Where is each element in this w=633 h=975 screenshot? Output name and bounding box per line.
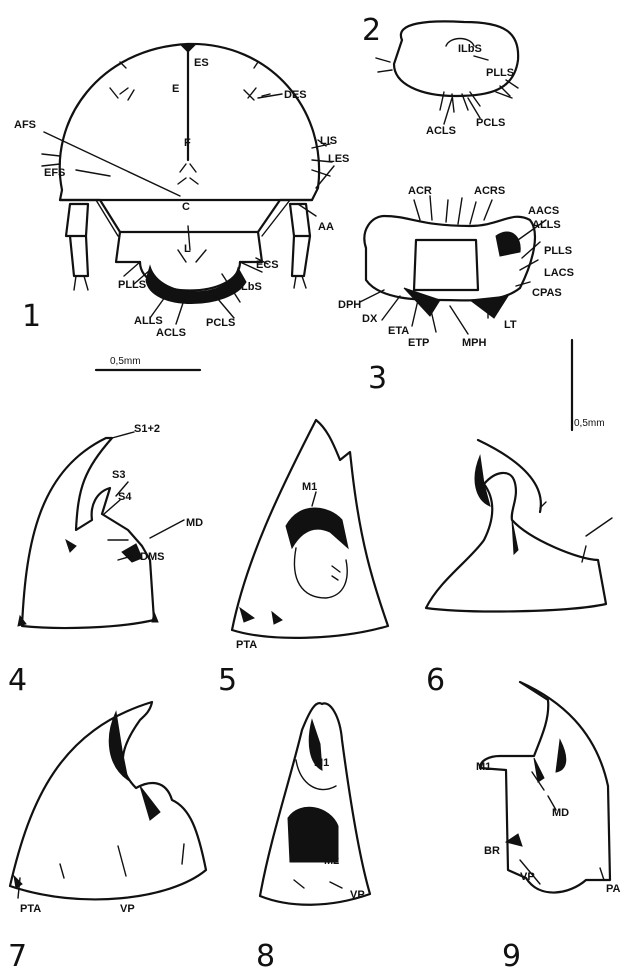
- figure-number-6: 6: [426, 663, 445, 698]
- figure-3-hypopharynx: [360, 196, 572, 430]
- label-ILbS: ILbS: [238, 281, 262, 293]
- label-AFS: AFS: [14, 119, 36, 131]
- figure-8-mandible: [260, 703, 370, 905]
- figure-number-2: 2: [362, 13, 381, 48]
- label-AACS: AACS: [528, 205, 559, 217]
- label-VP-9: VP: [520, 871, 535, 883]
- label-ES: ES: [194, 57, 209, 69]
- label-DMS: DMS: [140, 551, 164, 563]
- figure-number-5: 5: [218, 663, 237, 698]
- figure-number-8: 8: [256, 939, 275, 974]
- label-PLLS-3: PLLS: [544, 245, 572, 257]
- label-PCLS-2: PCLS: [476, 117, 505, 129]
- label-DPH: DPH: [338, 299, 361, 311]
- label-ILbS-2: ILbS: [458, 43, 482, 55]
- scale-label-1: 0,5mm: [110, 356, 141, 367]
- label-CPAS: CPAS: [532, 287, 562, 299]
- label-MPH: MPH: [462, 337, 487, 349]
- label-M2-8: M2: [324, 855, 339, 867]
- figure-number-9: 9: [502, 939, 521, 974]
- label-M1-8: M1: [314, 757, 329, 769]
- figure-9-mandible: [480, 682, 610, 893]
- label-MD-9: MD: [552, 807, 569, 819]
- label-DES: DES: [284, 89, 307, 101]
- label-VP-7: VP: [120, 903, 135, 915]
- label-ECS: ECS: [256, 259, 279, 271]
- label-LT: LT: [504, 319, 517, 331]
- label-ETP: ETP: [408, 337, 429, 349]
- scale-bars: 0,5mm 0,5mm: [110, 356, 605, 429]
- figure-6-mandible: [426, 440, 612, 611]
- label-EFS: EFS: [44, 167, 65, 179]
- figure-labels: ES E DES AFS LIS F LES EFS C AA L ECS PL…: [14, 43, 621, 915]
- figure-number-7: 7: [8, 939, 27, 974]
- figure-number-4: 4: [8, 663, 27, 698]
- label-ALLS-3: ALLS: [532, 219, 561, 231]
- label-ACRS: ACRS: [474, 185, 505, 197]
- label-DX: DX: [362, 313, 378, 325]
- scale-label-2: 0,5mm: [574, 418, 605, 429]
- figure-numbers: 1 2 3 4 5 6 7 8 9: [8, 13, 521, 974]
- label-MD: MD: [186, 517, 203, 529]
- label-PTA-5: PTA: [236, 639, 257, 651]
- label-LIS: LIS: [320, 135, 337, 147]
- label-S1plus2: S1+2: [134, 423, 160, 435]
- label-ACLS: ACLS: [156, 327, 186, 339]
- label-VP-8: VP: [350, 889, 365, 901]
- label-PLLS: PLLS: [118, 279, 146, 291]
- figure-5-mandible: [232, 420, 388, 638]
- label-LACS: LACS: [544, 267, 574, 279]
- label-E: E: [172, 83, 179, 95]
- label-AA: AA: [318, 221, 334, 233]
- figure-number-3: 3: [368, 361, 387, 396]
- label-ACR: ACR: [408, 185, 432, 197]
- label-S4: S4: [118, 491, 132, 503]
- figure-4-mandible: [18, 432, 184, 628]
- label-M1-5: M1: [302, 481, 317, 493]
- label-M1-9: M1: [476, 761, 491, 773]
- label-PA-9: PA: [606, 883, 621, 895]
- label-F: F: [184, 137, 191, 149]
- label-S3: S3: [112, 469, 125, 481]
- figure-7-mandible: [10, 702, 206, 899]
- label-PCLS: PCLS: [206, 317, 235, 329]
- figure-number-1: 1: [22, 299, 41, 334]
- label-C: C: [182, 201, 190, 213]
- label-L: L: [184, 243, 191, 255]
- label-ACLS-2: ACLS: [426, 125, 456, 137]
- label-BR-9: BR: [484, 845, 500, 857]
- label-PLLS-2: PLLS: [486, 67, 514, 79]
- label-ETA: ETA: [388, 325, 409, 337]
- label-PTA-7: PTA: [20, 903, 41, 915]
- label-ALLS: ALLS: [134, 315, 163, 327]
- label-LES: LES: [328, 153, 349, 165]
